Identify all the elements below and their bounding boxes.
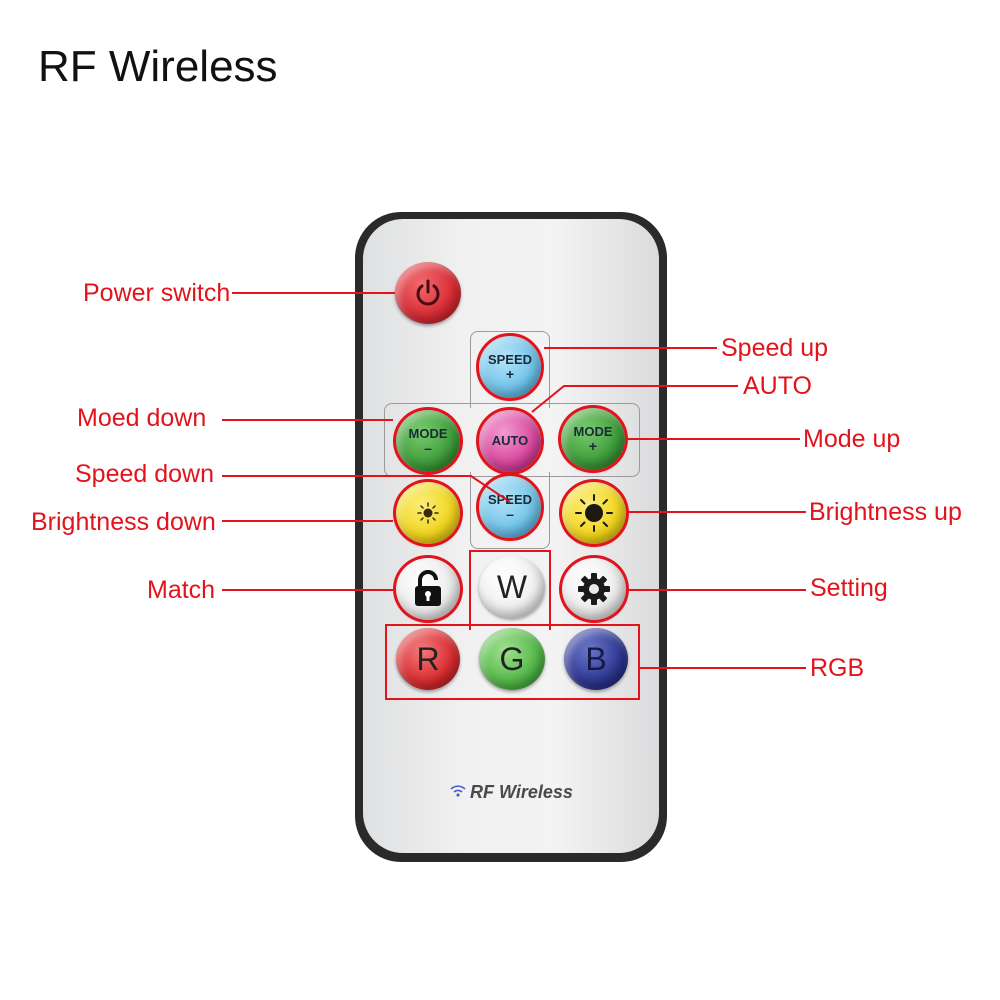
red-label: R [416,640,440,677]
blue-label: B [585,640,607,677]
power-button[interactable] [395,262,461,324]
power-icon [416,279,440,306]
mode-up-callout: Mode up [803,425,901,453]
green-label: G [499,640,525,677]
mode-down-highlight [393,407,463,475]
brightness-down-highlight [393,479,463,547]
brightness-up-highlight [559,479,629,547]
blue-button[interactable]: B [564,628,628,690]
green-button[interactable]: G [479,628,545,690]
page-title: RF Wireless [38,42,278,91]
setting-highlight [559,555,629,623]
power-switch-label: Power switch [83,279,231,307]
speed-down-callout: Speed down [75,460,215,488]
speed-down-highlight [476,473,544,541]
speed-up-highlight [476,333,544,401]
speed-up-callout: Speed up [721,334,829,362]
match-highlight [393,555,463,623]
brightness-up-callout: Brightness up [809,498,962,526]
setting-callout: Setting [810,574,888,602]
wifi-icon [450,785,466,797]
rgb-highlight-box [385,624,640,700]
white-rgb-highlight-box [469,550,551,630]
rgb-callout: RGB [810,654,865,682]
dpad-outline-bottom [470,472,550,549]
dpad-outline-top [470,331,550,408]
auto-callout: AUTO [743,372,812,400]
mode-down-callout: Moed down [77,404,207,432]
remote-logo: RF Wireless [470,782,573,802]
red-button[interactable]: R [396,628,460,690]
white-button[interactable]: W [479,556,545,618]
brightness-down-callout: Brightness down [31,508,216,536]
mode-up-highlight [558,405,628,473]
match-callout: Match [147,576,216,604]
white-label: W [496,568,528,605]
